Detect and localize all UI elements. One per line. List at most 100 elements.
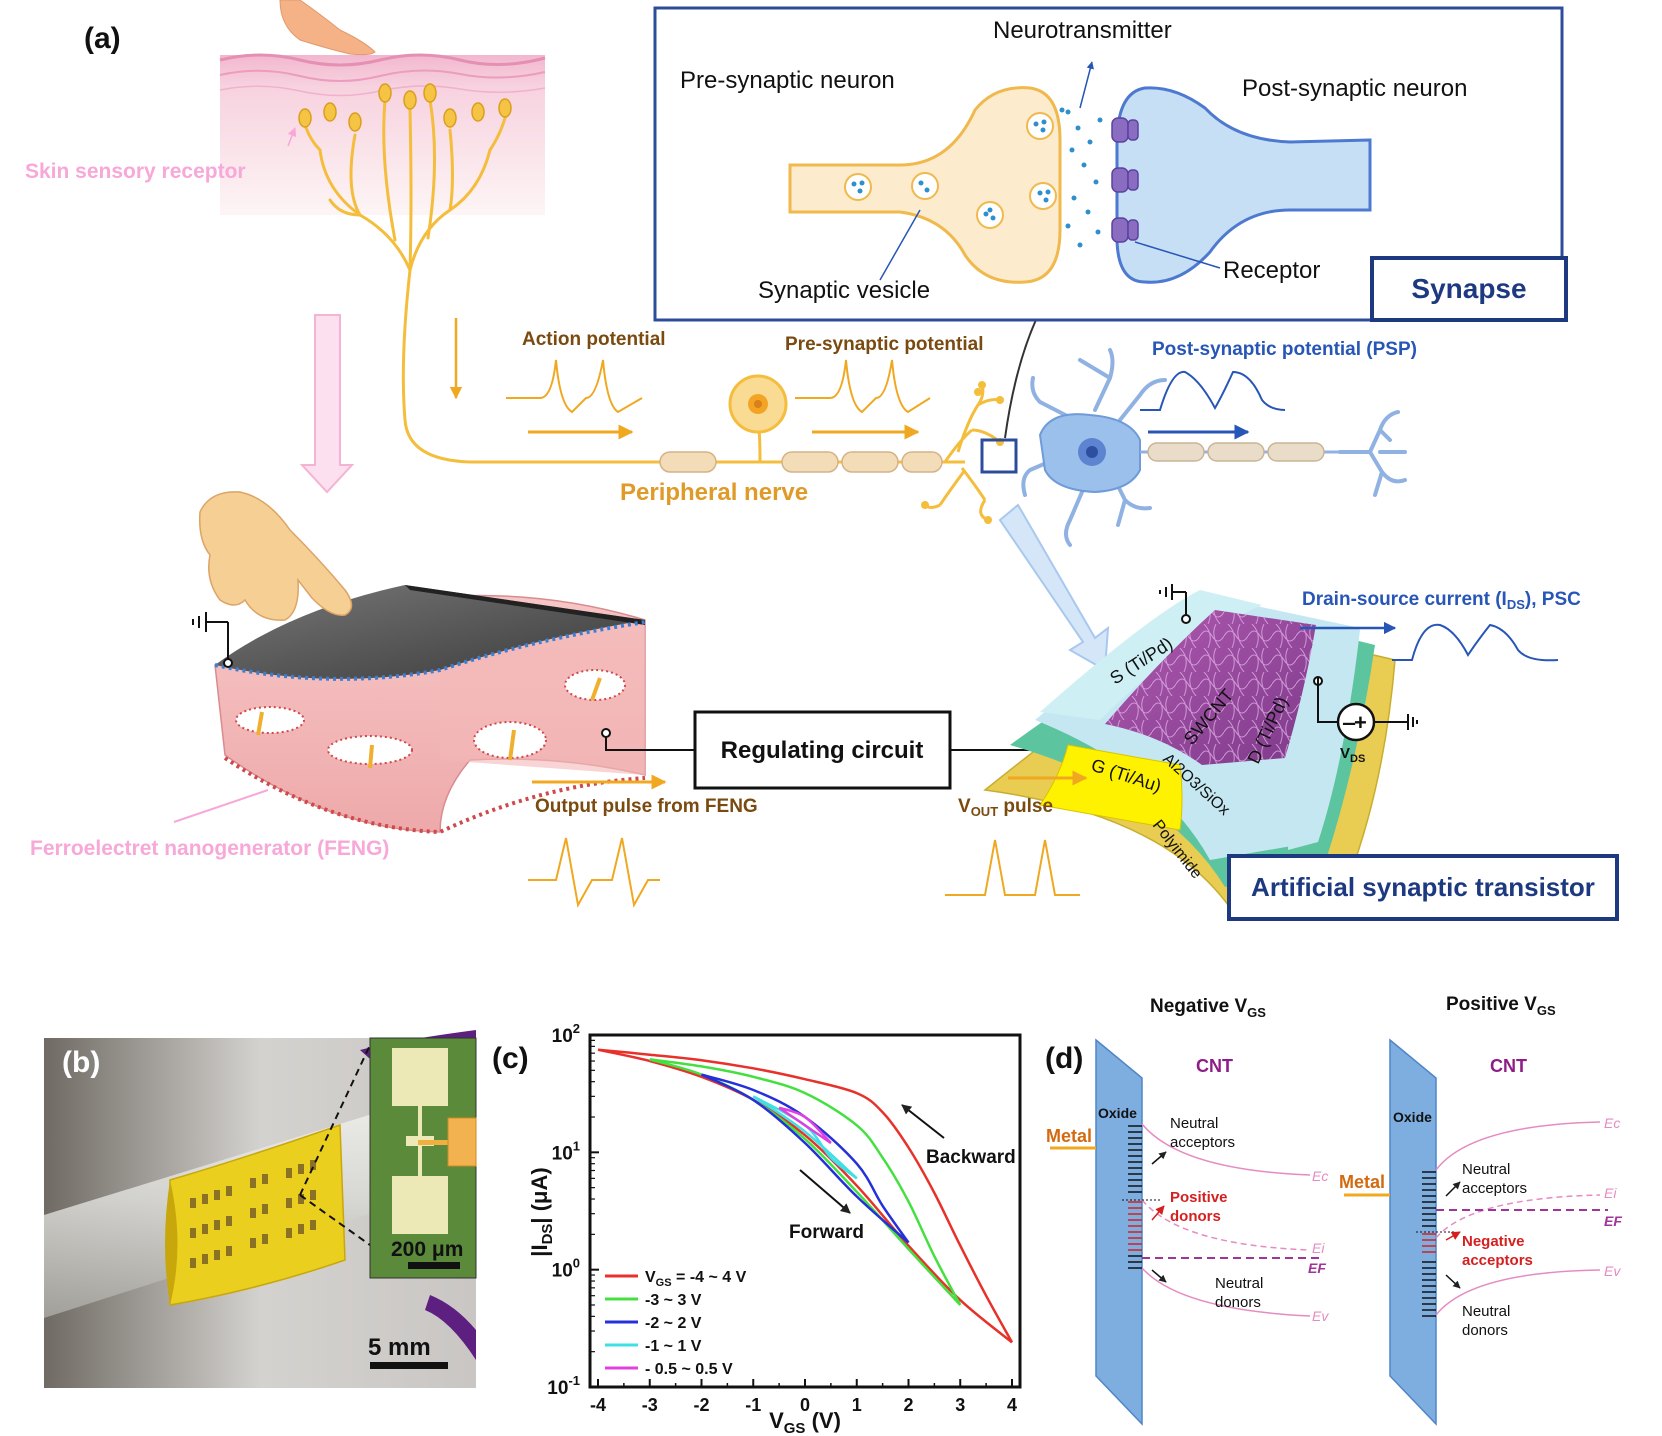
ev-negative: Ev <box>1312 1308 1329 1324</box>
oxide-label-positive: Oxide <box>1393 1109 1432 1125</box>
series-4-forward-line <box>778 1106 832 1145</box>
psc-wave <box>1392 623 1559 662</box>
ei-negative: Ei <box>1312 1240 1325 1256</box>
forward-label: Forward <box>789 1222 864 1243</box>
vds-label: VDS <box>1340 745 1365 765</box>
ev-positive: Ev <box>1604 1263 1621 1279</box>
legend-label: - 0.5 ~ 0.5 V <box>645 1361 733 1378</box>
inset-scale-bar <box>408 1262 460 1269</box>
vout-pulse-wave <box>945 839 1080 896</box>
chart-frame <box>588 1033 1022 1389</box>
negative-vgs-title: Negative VGS <box>1150 996 1266 1020</box>
pre-synaptic-wave <box>795 359 931 414</box>
skin-illustration <box>219 0 546 215</box>
pre-synaptic-neuron-label: Pre-synaptic neuron <box>680 67 895 94</box>
feng-device <box>192 491 646 835</box>
panel-b-tag: (b) <box>62 1046 100 1079</box>
x-tick-label: 2 <box>903 1395 913 1415</box>
synapse-title-box <box>1370 256 1568 322</box>
ef-positive: EF <box>1604 1213 1622 1229</box>
series-2-forward-line <box>700 1073 910 1244</box>
post-axon-myelin <box>1147 442 1325 462</box>
oxide-label-negative: Oxide <box>1098 1105 1137 1121</box>
action-potential-wave <box>506 359 643 414</box>
ei-positive: Ei <box>1604 1185 1617 1201</box>
receptor-label: Receptor <box>1223 257 1320 284</box>
x-tick-label: 0 <box>800 1395 810 1415</box>
x-tick-label: 4 <box>1007 1395 1017 1415</box>
panel-b: 200 μm 5 mm (b) <box>44 1030 477 1388</box>
hand-icon <box>198 491 353 621</box>
x-tick-label: -4 <box>590 1395 606 1415</box>
ec-negative: Ec <box>1312 1168 1328 1184</box>
synapse-inset: Neurotransmitter Pre-synaptic neuron Pos… <box>653 6 1568 322</box>
legend-label: -2 ~ 2 V <box>645 1315 702 1332</box>
svg-text:‒: ‒ <box>1342 710 1356 735</box>
synaptic-vesicles <box>844 112 1057 229</box>
panel-c-tag: (c) <box>492 1042 529 1075</box>
series-1-backward-line <box>649 1058 962 1306</box>
y-tick-label: 102 <box>552 1021 580 1047</box>
ef-negative: EF <box>1308 1260 1326 1276</box>
x-tick-label: -2 <box>693 1395 709 1415</box>
scale-label: 5 mm <box>368 1334 431 1361</box>
device-array <box>190 1160 316 1268</box>
feng-pointer <box>173 789 269 823</box>
backward-arrow <box>901 1104 945 1139</box>
chart-lines <box>597 1048 1014 1344</box>
backward-label: Backward <box>926 1147 1016 1168</box>
y-tick-label: 101 <box>552 1138 580 1164</box>
synapse-zoom-square <box>980 438 1018 474</box>
regulating-circuit-label: Regulating circuit <box>721 737 924 764</box>
inset-scale-label: 200 μm <box>391 1238 463 1261</box>
finger-icon <box>279 0 376 56</box>
synaptic-vesicle-label: Synaptic vesicle <box>758 277 930 304</box>
x-tick-label: -3 <box>642 1395 658 1415</box>
synaptic-transistor: ‒ + S (Ti/Pd) SWCNT D (Ti/Pd) G (Ti/Au) … <box>983 584 1418 916</box>
x-tick-label: 1 <box>852 1395 862 1415</box>
cnt-label-positive: CNT <box>1490 1056 1527 1076</box>
panel-d: (d) Negative VGS Positive VGS Metal Oxid… <box>1045 994 1622 1426</box>
post-synaptic-neuron <box>1021 348 1407 547</box>
psp-wave <box>1140 370 1286 411</box>
y-axis-label: |IDS| (μA) <box>527 1167 556 1256</box>
legend-label: -3 ~ 3 V <box>645 1292 702 1309</box>
x-axis-label: VGS (V) <box>769 1408 841 1436</box>
skin-to-feng-arrow <box>299 314 355 494</box>
neurotransmitter-label: Neurotransmitter <box>993 17 1172 44</box>
y-tick-label: 10-1 <box>547 1373 580 1399</box>
pre-synaptic-potential-label: Pre-synaptic potential <box>785 334 984 355</box>
panel-d-tag: (d) <box>1045 1042 1083 1075</box>
panel-a-tag: (a) <box>84 22 121 55</box>
transistor-title-box <box>1227 854 1619 921</box>
output-pulse-wave <box>528 837 660 908</box>
y-tick-label: 100 <box>552 1256 580 1282</box>
vesicle-pointer <box>879 209 921 281</box>
series-3-backward-line <box>752 1095 858 1180</box>
output-pulse-label: Output pulse from FENG <box>535 796 758 817</box>
positive-vgs-title: Positive VGS <box>1446 994 1556 1018</box>
forward-arrow <box>799 1169 851 1214</box>
scale-bar <box>370 1362 448 1369</box>
neurotransmitter-dots <box>851 107 1103 248</box>
chart-legend: VGS = -4 ~ 4 V -3 ~ 3 V -2 ~ 2 V -1 ~ 1 V - … <box>605 1269 747 1378</box>
series-4-backward-line <box>778 1106 832 1144</box>
ec-positive: Ec <box>1604 1115 1620 1131</box>
series-0-forward-line <box>597 1048 1013 1344</box>
x-tick-label: 3 <box>955 1395 965 1415</box>
receptor-bulbs <box>298 83 512 132</box>
receptor-proteins <box>1111 117 1139 243</box>
legend-label: VGS = -4 ~ 4 V <box>645 1269 747 1289</box>
cnt-label-negative: CNT <box>1196 1056 1233 1076</box>
legend-label: -1 ~ 1 V <box>645 1338 702 1355</box>
regulating-circuit-box <box>693 710 952 790</box>
